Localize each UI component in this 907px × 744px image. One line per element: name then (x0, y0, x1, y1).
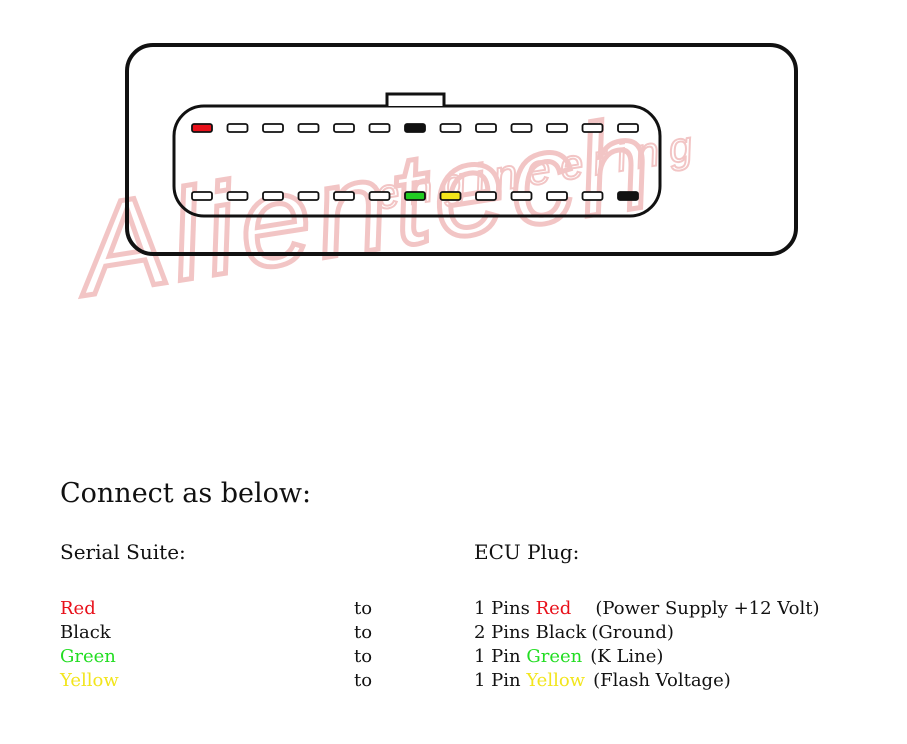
top-row-pin-4 (297, 123, 320, 133)
pin-color-label: Black (535, 622, 587, 643)
ecu-plug-heading: ECU Plug: (474, 540, 580, 564)
bottom-row-pin-1 (191, 191, 213, 201)
to-label: to (354, 646, 373, 667)
pin-count: 1 Pin (474, 670, 527, 691)
pin-function: (Flash Voltage) (593, 670, 731, 691)
ecu-pin-spec: 1 Pin Green (K Line) (474, 646, 663, 667)
to-label: to (354, 598, 373, 619)
bottom-row-pin-13 (617, 191, 639, 201)
pin-count: 1 Pins (474, 598, 536, 619)
ecu-pin-spec: 2 Pins Black(Ground) (474, 622, 674, 643)
pin-function: (K Line) (590, 646, 664, 667)
pin-color-label: Green (526, 646, 583, 667)
pin-color-label: Red (535, 598, 572, 619)
instructions-title: Connect as below: (60, 478, 312, 509)
bottom-row-pin-6 (368, 191, 391, 201)
connector-diagram: Alientech engineering (61, 43, 798, 300)
pin-color-label: Yellow (526, 670, 586, 691)
wire-color-label: Red (60, 598, 96, 619)
to-label: to (354, 622, 373, 643)
top-row-pin-8 (439, 123, 462, 133)
top-row-pin-13 (617, 123, 639, 133)
bottom-row-pin-4 (297, 191, 320, 201)
latch-tab (385, 92, 446, 106)
bottom-row-pin-2 (226, 191, 249, 201)
top-row-pin-3 (262, 123, 284, 133)
serial-suite-heading: Serial Suite: (60, 540, 186, 564)
pin-count: 2 Pins (474, 622, 536, 643)
bottom-row-pin-5 (333, 191, 355, 201)
top-row-pin-9 (475, 123, 497, 133)
bottom-row-pin-7 (404, 191, 426, 201)
bottom-row-pin-8 (439, 191, 462, 201)
bottom-row-pin-12 (581, 191, 604, 201)
top-row-pin-11 (546, 123, 568, 133)
ecu-pin-spec: 1 Pin Yellow (Flash Voltage) (474, 670, 731, 691)
wire-color-label: Yellow (60, 670, 119, 691)
top-row-pin-2 (226, 123, 249, 133)
to-label: to (354, 670, 373, 691)
wire-color-label: Green (60, 646, 116, 667)
pin-count: 1 Pin (474, 646, 527, 667)
wiring-row: Yellow to 1 Pin Yellow (Flash Voltage) (0, 670, 907, 694)
wire-color-label: Black (60, 622, 111, 643)
bottom-row-pin-9 (475, 191, 497, 201)
pin-function: (Power Supply +12 Volt) (595, 598, 820, 619)
pin-function: (Ground) (591, 622, 674, 643)
top-row-pin-12 (581, 123, 604, 133)
wiring-row: Green to 1 Pin Green (K Line) (0, 646, 907, 670)
bottom-row-pin-11 (546, 191, 568, 201)
watermark-logo-text: Alientech (63, 91, 666, 300)
top-row-pin-7 (404, 123, 426, 133)
top-row-pin-1 (191, 123, 213, 133)
connector-housing (125, 43, 798, 256)
bottom-row-pin-3 (262, 191, 284, 201)
ecu-pin-spec: 1 Pins Red (Power Supply +12 Volt) (474, 598, 819, 619)
bottom-row-pin-10 (510, 191, 533, 201)
top-row-pin-5 (333, 123, 355, 133)
wiring-row: Red to 1 Pins Red (Power Supply +12 Volt) (0, 598, 907, 622)
top-row-pin-6 (368, 123, 391, 133)
pin-rows (191, 123, 639, 201)
top-row-pin-10 (510, 123, 533, 133)
